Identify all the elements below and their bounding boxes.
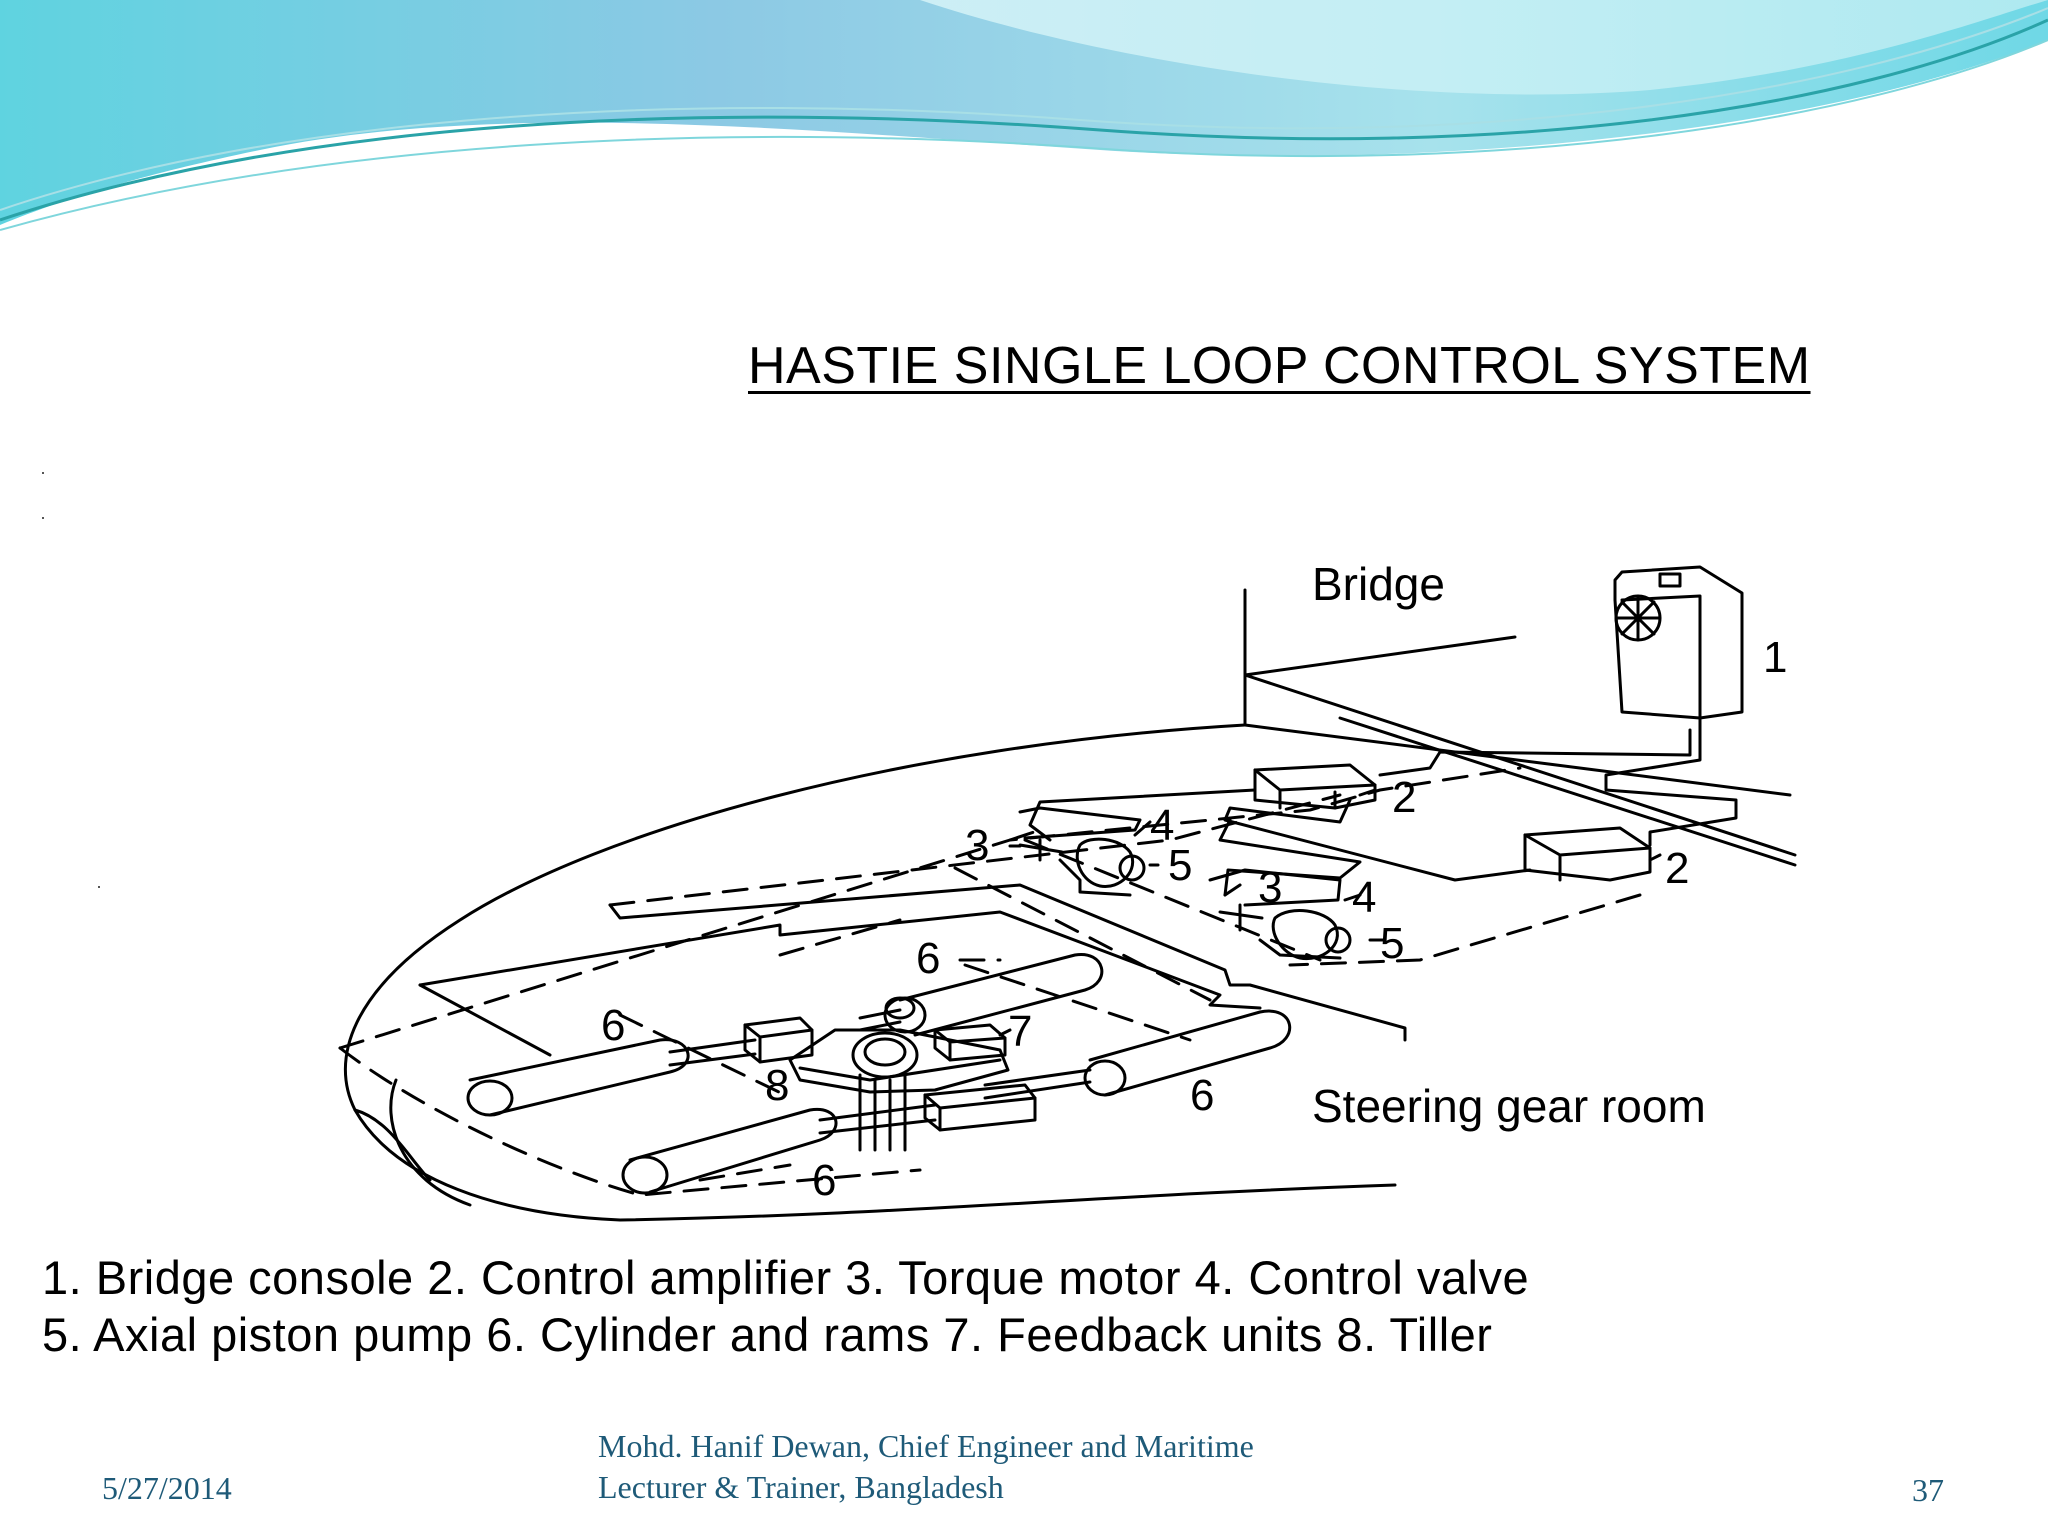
stray-mark	[42, 517, 44, 519]
tiller	[788, 1028, 1010, 1094]
callout-6-center: 6	[916, 934, 940, 983]
steering-gear-room-label: Steering gear room	[1312, 1080, 1706, 1132]
stray-mark	[42, 472, 44, 474]
header-wave-decoration	[0, 0, 2048, 231]
callout-2-upper: 2	[1392, 773, 1416, 822]
callout-3-upper: 3	[965, 821, 989, 870]
bridge-console	[1613, 565, 1744, 720]
footer-date: 5/27/2014	[102, 1470, 232, 1506]
callout-5-lower: 5	[1380, 919, 1404, 968]
callout-1: 1	[1763, 633, 1787, 682]
callout-6-right: 6	[1190, 1071, 1214, 1120]
callout-4-upper: 4	[1150, 801, 1174, 850]
cylinder-left-lower	[621, 1103, 937, 1195]
footer-author: Mohd. Hanif Dewan, Chief Engineer and Ma…	[598, 1426, 1254, 1508]
feedback-unit	[933, 1023, 1007, 1062]
page-number: 37	[1912, 1472, 1944, 1508]
callout-6-bottom: 6	[812, 1156, 836, 1205]
callout-8: 8	[765, 1061, 789, 1110]
ram-block-left	[743, 1016, 814, 1064]
callout-5-upper: 5	[1168, 841, 1192, 890]
slide-title: HASTIE SINGLE LOOP CONTROL SYSTEM	[748, 337, 1811, 395]
callout-2-right: 2	[1665, 844, 1689, 893]
footer-author-line-1: Mohd. Hanif Dewan, Chief Engineer and Ma…	[598, 1428, 1254, 1464]
legend-line-1: 1. Bridge console 2. Control amplifier 3…	[42, 1251, 1530, 1304]
control-amplifier-upper	[1253, 763, 1377, 810]
cylinder-right-lower	[983, 1009, 1292, 1100]
callout-6-left: 6	[601, 1001, 625, 1050]
callout-4-lower: 4	[1352, 873, 1376, 922]
ram-block-right	[923, 1083, 1037, 1132]
callout-3-lower: 3	[1258, 863, 1282, 912]
callout-7: 7	[1008, 1007, 1032, 1056]
legend-line-2: 5. Axial piston pump 6. Cylinder and ram…	[42, 1308, 1493, 1361]
footer-author-line-2: Lecturer & Trainer, Bangladesh	[598, 1469, 1004, 1505]
bridge-label: Bridge	[1312, 558, 1445, 610]
cylinder-right-upper	[858, 953, 1104, 1037]
cylinder-left-upper	[466, 1038, 757, 1117]
stray-mark	[98, 886, 100, 888]
